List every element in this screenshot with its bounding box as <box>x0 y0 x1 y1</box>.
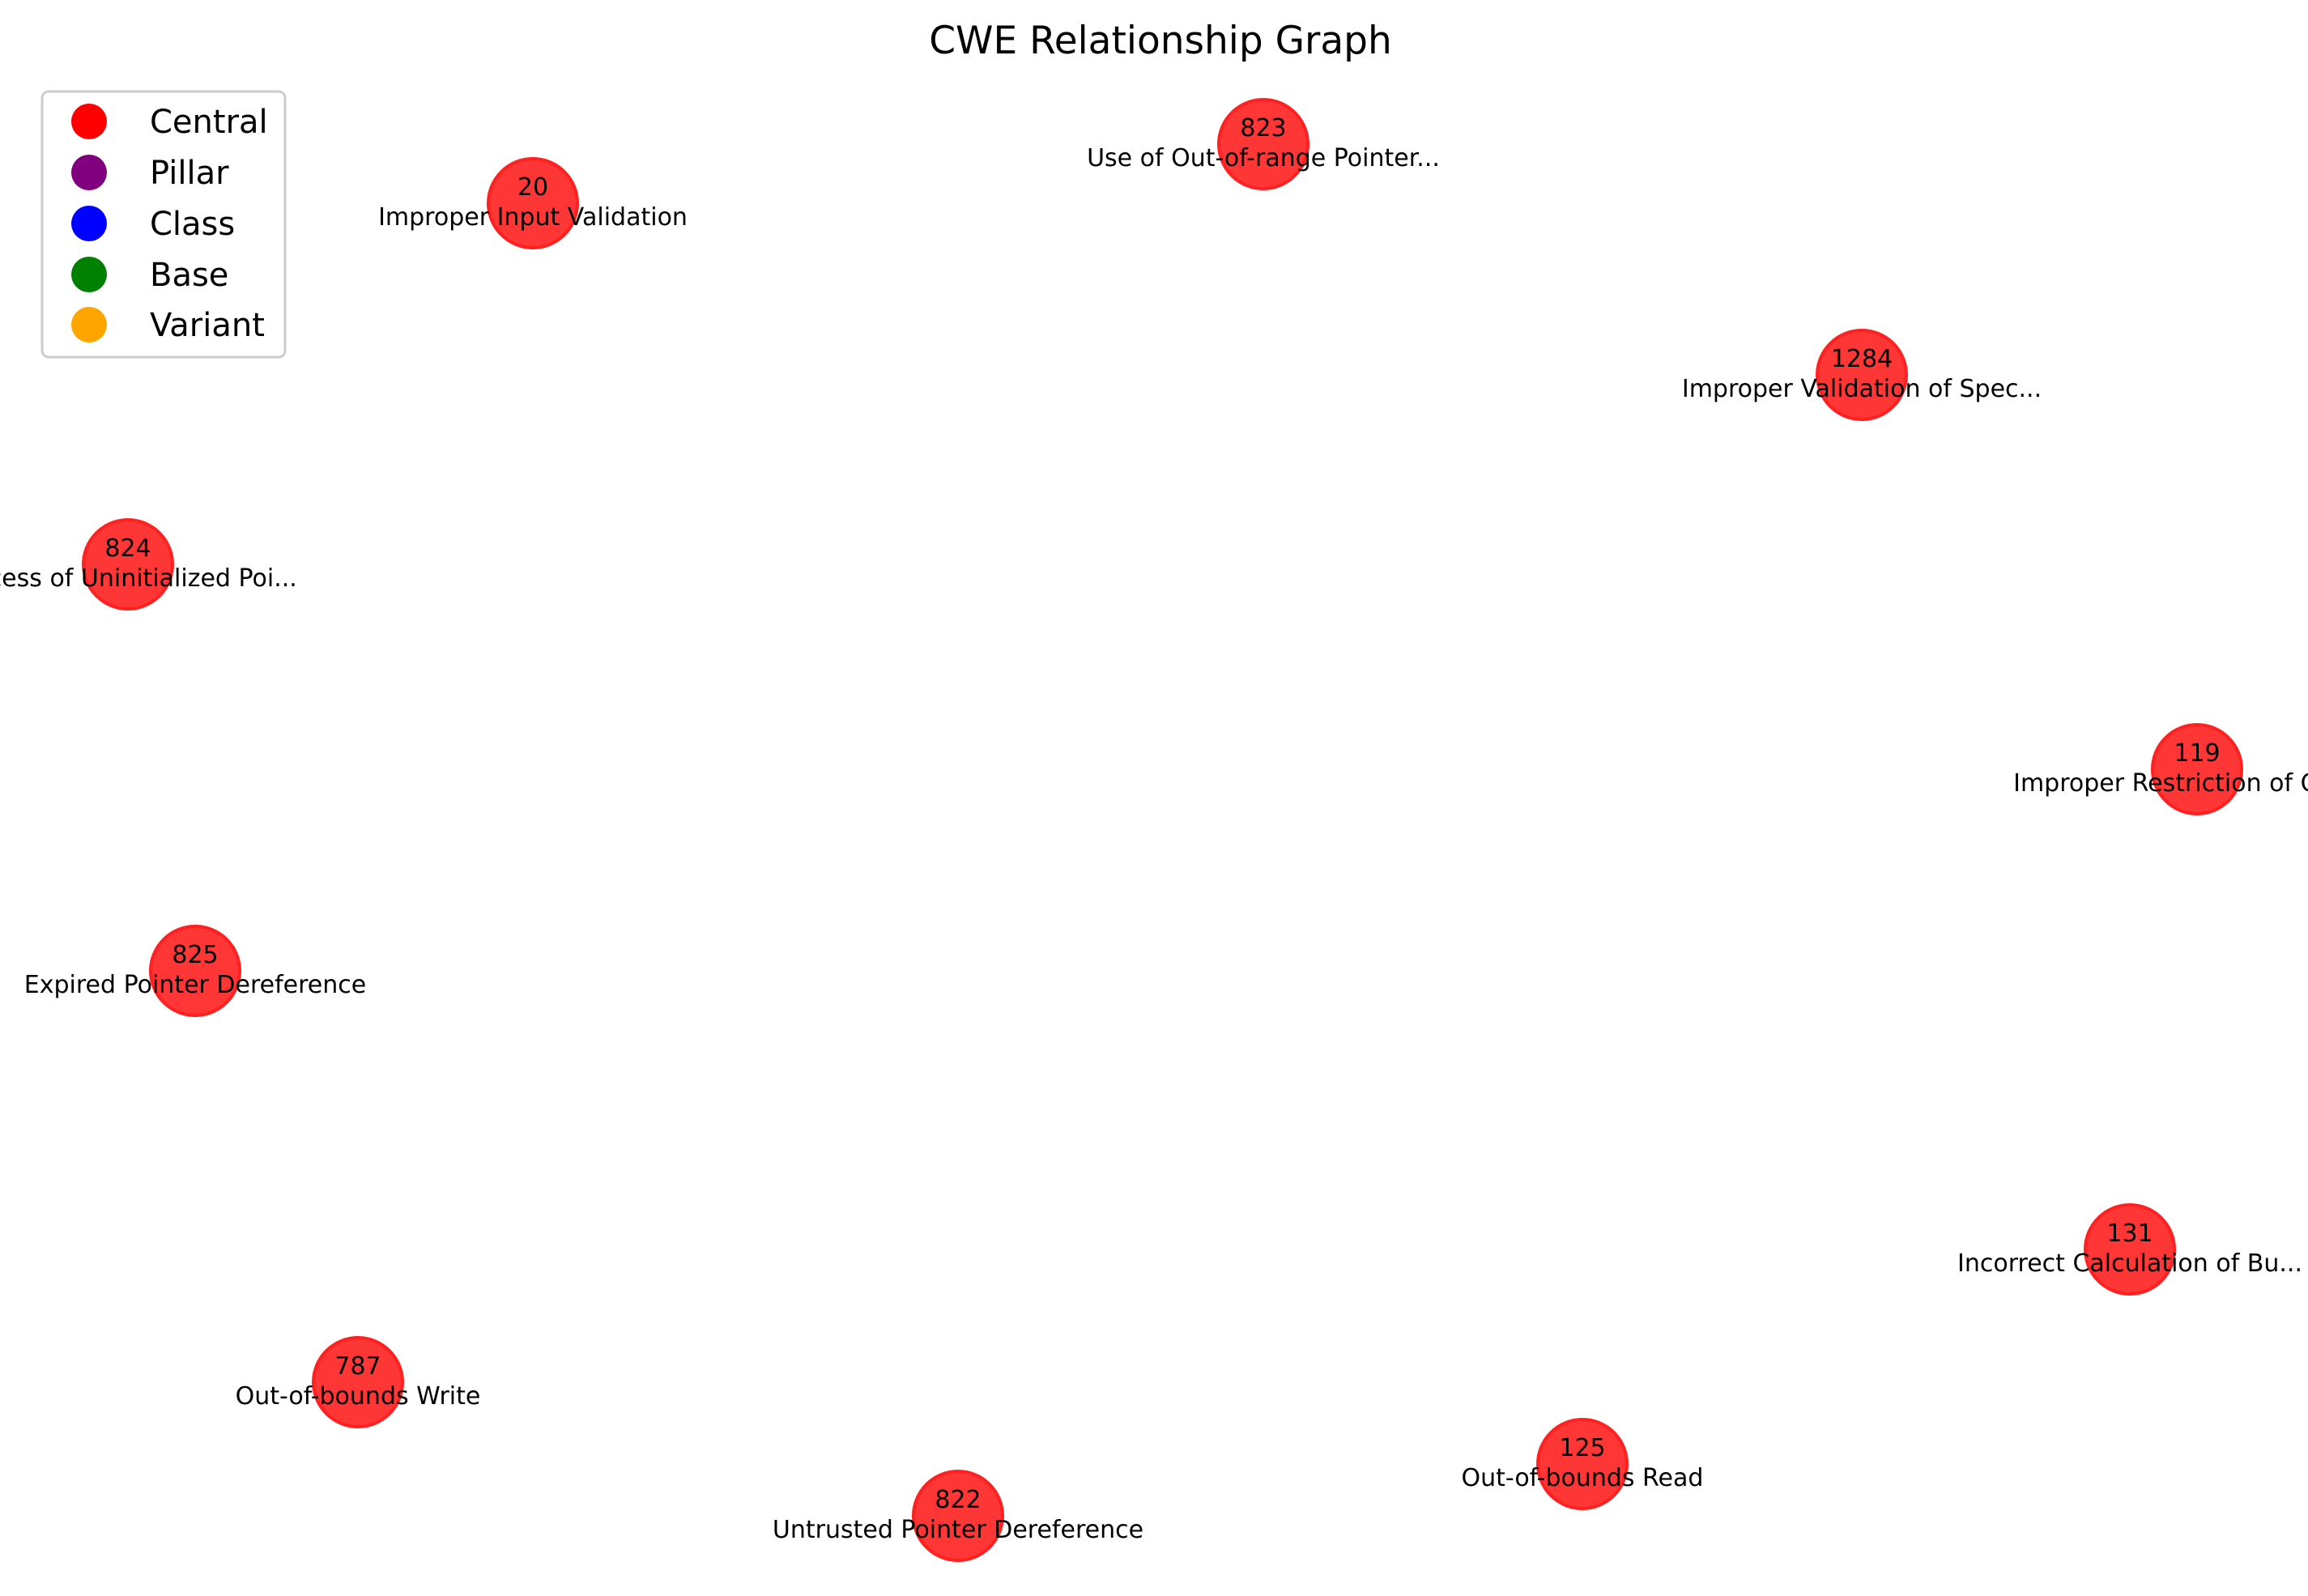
node-id-label: 823 <box>1240 114 1286 143</box>
legend-entry-pillar: Pillar <box>71 155 229 192</box>
node-cwe-119[interactable]: 119 Improper Restriction of Oper... <box>2013 723 2308 815</box>
legend: Central Pillar Class Base Variant <box>40 90 287 359</box>
legend-entry-variant: Variant <box>71 307 265 344</box>
legend-label-base: Base <box>150 257 228 294</box>
node-id-label: 824 <box>104 534 151 563</box>
legend-entry-base: Base <box>71 257 228 294</box>
node-name-label: Expired Pointer Dereference <box>24 971 366 999</box>
node-cwe-131[interactable]: 131 Incorrect Calculation of Bu... <box>1957 1203 2302 1296</box>
node-circle[interactable] <box>1536 1418 1629 1510</box>
node-id-label: 787 <box>334 1352 381 1381</box>
node-id-label: 125 <box>1559 1434 1605 1462</box>
node-circle[interactable] <box>312 1336 404 1428</box>
node-circle[interactable] <box>82 518 174 611</box>
node-cwe-823[interactable]: 823 Use of Out-of-range Pointer... <box>1087 98 1440 190</box>
legend-marker-class <box>71 206 107 241</box>
node-circle[interactable] <box>2084 1203 2176 1296</box>
node-cwe-822[interactable]: 822 Untrusted Pointer Dereference <box>773 1470 1143 1562</box>
graph-title: CWE Relationship Graph <box>929 19 1392 63</box>
legend-label-pillar: Pillar <box>150 155 229 192</box>
node-id-label: 822 <box>935 1486 981 1514</box>
node-circle[interactable] <box>1816 329 1908 421</box>
legend-label-variant: Variant <box>150 307 265 344</box>
node-name-label: Improper Input Validation <box>378 203 688 232</box>
node-name-label: Improper Validation of Spec... <box>1682 375 2042 403</box>
node-cwe-787[interactable]: 787 Out-of-bounds Write <box>236 1336 481 1428</box>
node-circle[interactable] <box>2151 723 2243 815</box>
node-cwe-125[interactable]: 125 Out-of-bounds Read <box>1462 1418 1704 1510</box>
node-name-label: Untrusted Pointer Dereference <box>773 1516 1143 1544</box>
legend-marker-base <box>71 257 107 292</box>
legend-label-central: Central <box>150 104 268 141</box>
node-circle[interactable] <box>149 925 241 1017</box>
node-id-label: 1284 <box>1831 345 1893 373</box>
node-circle[interactable] <box>1217 98 1309 190</box>
node-name-label: Access of Uninitialized Poi... <box>0 564 297 593</box>
node-name-label: Out-of-bounds Write <box>236 1382 481 1411</box>
node-cwe-825[interactable]: 825 Expired Pointer Dereference <box>24 925 366 1017</box>
node-circle[interactable] <box>912 1470 1004 1562</box>
node-name-label: Incorrect Calculation of Bu... <box>1957 1249 2302 1278</box>
node-id-label: 20 <box>517 173 548 202</box>
node-id-label: 131 <box>2106 1219 2153 1248</box>
node-name-label: Use of Out-of-range Pointer... <box>1087 144 1440 172</box>
legend-entry-central: Central <box>71 104 268 141</box>
node-cwe-824[interactable]: 824 Access of Uninitialized Poi... <box>0 518 297 611</box>
legend-marker-variant <box>71 307 107 343</box>
legend-label-class: Class <box>150 206 235 243</box>
legend-entry-class: Class <box>71 206 235 243</box>
node-name-label: Out-of-bounds Read <box>1462 1464 1704 1492</box>
legend-box <box>40 90 287 359</box>
nodes-layer: 823 Use of Out-of-range Pointer... 20 Im… <box>0 98 2308 1562</box>
node-id-label: 119 <box>2174 739 2220 768</box>
legend-marker-pillar <box>71 155 107 190</box>
node-cwe-20[interactable]: 20 Improper Input Validation <box>378 157 688 249</box>
legend-marker-central <box>71 104 107 139</box>
node-id-label: 825 <box>172 941 218 969</box>
node-cwe-1284[interactable]: 1284 Improper Validation of Spec... <box>1682 329 2042 421</box>
node-name-label: Improper Restriction of Oper... <box>2013 769 2308 798</box>
node-circle[interactable] <box>487 157 579 249</box>
